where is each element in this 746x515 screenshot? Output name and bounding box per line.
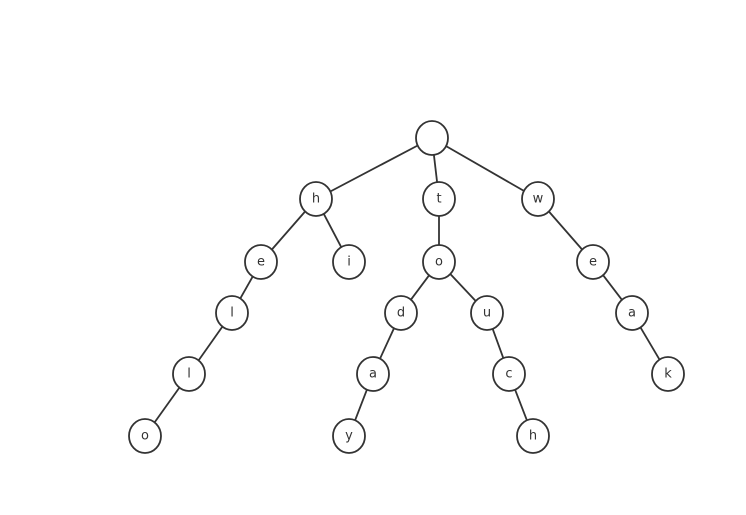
node-label: a [369, 367, 377, 382]
trie-node-n_tou: u [470, 295, 504, 331]
trie-node-n_wea: a [615, 295, 649, 331]
node-circle [492, 356, 526, 392]
node-circle [422, 181, 456, 217]
node-label: e [589, 255, 597, 270]
edge-n_h-n_hi [323, 213, 342, 248]
nodes-layer: h t w e i o e l d u a l a c k o y h [128, 120, 685, 454]
trie-node-n_today: y [332, 418, 366, 454]
trie-node-n_weak: k [651, 356, 685, 392]
node-circle [332, 418, 366, 454]
trie-node-n_to: o [422, 244, 456, 280]
node-circle [384, 295, 418, 331]
trie-node-n_h: h [299, 181, 333, 217]
node-circle [415, 120, 449, 156]
node-label: u [483, 306, 491, 321]
edge-n_to-n_tod [410, 274, 430, 301]
node-circle [128, 418, 162, 454]
node-circle [470, 295, 504, 331]
node-label: y [345, 429, 353, 444]
trie-node-n_tod: d [384, 295, 418, 331]
node-circle [215, 295, 249, 331]
trie-node-n_hi: i [332, 244, 366, 280]
edges-layer [153, 144, 661, 423]
trie-node-n_we: e [576, 244, 610, 280]
node-circle [244, 244, 278, 280]
edge-n_toda-n_today [354, 389, 368, 421]
trie-node-n0 [415, 120, 449, 156]
node-label: l [187, 367, 191, 382]
node-label: i [347, 255, 351, 270]
node-label: w [533, 192, 544, 207]
node-circle [516, 418, 550, 454]
trie-node-n_toda: a [356, 356, 390, 392]
node-label: c [505, 367, 512, 382]
node-circle [422, 244, 456, 280]
node-label: t [436, 192, 441, 207]
node-circle [299, 181, 333, 217]
node-label: k [664, 367, 672, 382]
trie-node-n_touch: h [516, 418, 550, 454]
edge-n_tod-n_toda [379, 327, 395, 360]
node-circle [172, 356, 206, 392]
edge-n_to-n_tou [449, 273, 477, 302]
edge-n0-n_h [329, 144, 419, 193]
node-circle [356, 356, 390, 392]
node-circle [332, 244, 366, 280]
edge-n_touc-n_touch [514, 389, 528, 421]
node-circle [521, 181, 555, 217]
node-label: o [435, 255, 443, 270]
edge-n0-n_w [445, 145, 525, 192]
node-label: e [257, 255, 265, 270]
trie-node-n_he: e [244, 244, 278, 280]
node-label: a [628, 306, 636, 321]
trie-node-n_hell: l [172, 356, 206, 392]
node-label: h [529, 429, 537, 444]
trie-node-n_hel: l [215, 295, 249, 331]
edge-n_we-n_wea [602, 274, 623, 301]
trie-node-n_touc: c [492, 356, 526, 392]
edge-n_wea-n_weak [639, 326, 661, 361]
node-circle [615, 295, 649, 331]
node-circle [576, 244, 610, 280]
trie-node-n_t: t [422, 181, 456, 217]
trie-node-n_w: w [521, 181, 555, 217]
edge-n0-n_t [433, 154, 438, 183]
node-label: d [397, 306, 405, 321]
edge-n_w-n_we [548, 210, 583, 251]
node-label: o [141, 429, 149, 444]
edge-n_tou-n_touc [491, 328, 505, 359]
edge-n_hel-n_hell [197, 326, 224, 361]
trie-node-n_hello: o [128, 418, 162, 454]
edge-n_hell-n_hello [153, 387, 181, 423]
node-label: l [230, 306, 234, 321]
edge-n_he-n_hel [239, 276, 254, 299]
node-label: h [312, 192, 320, 207]
node-circle [651, 356, 685, 392]
edge-n_h-n_he [271, 210, 306, 251]
